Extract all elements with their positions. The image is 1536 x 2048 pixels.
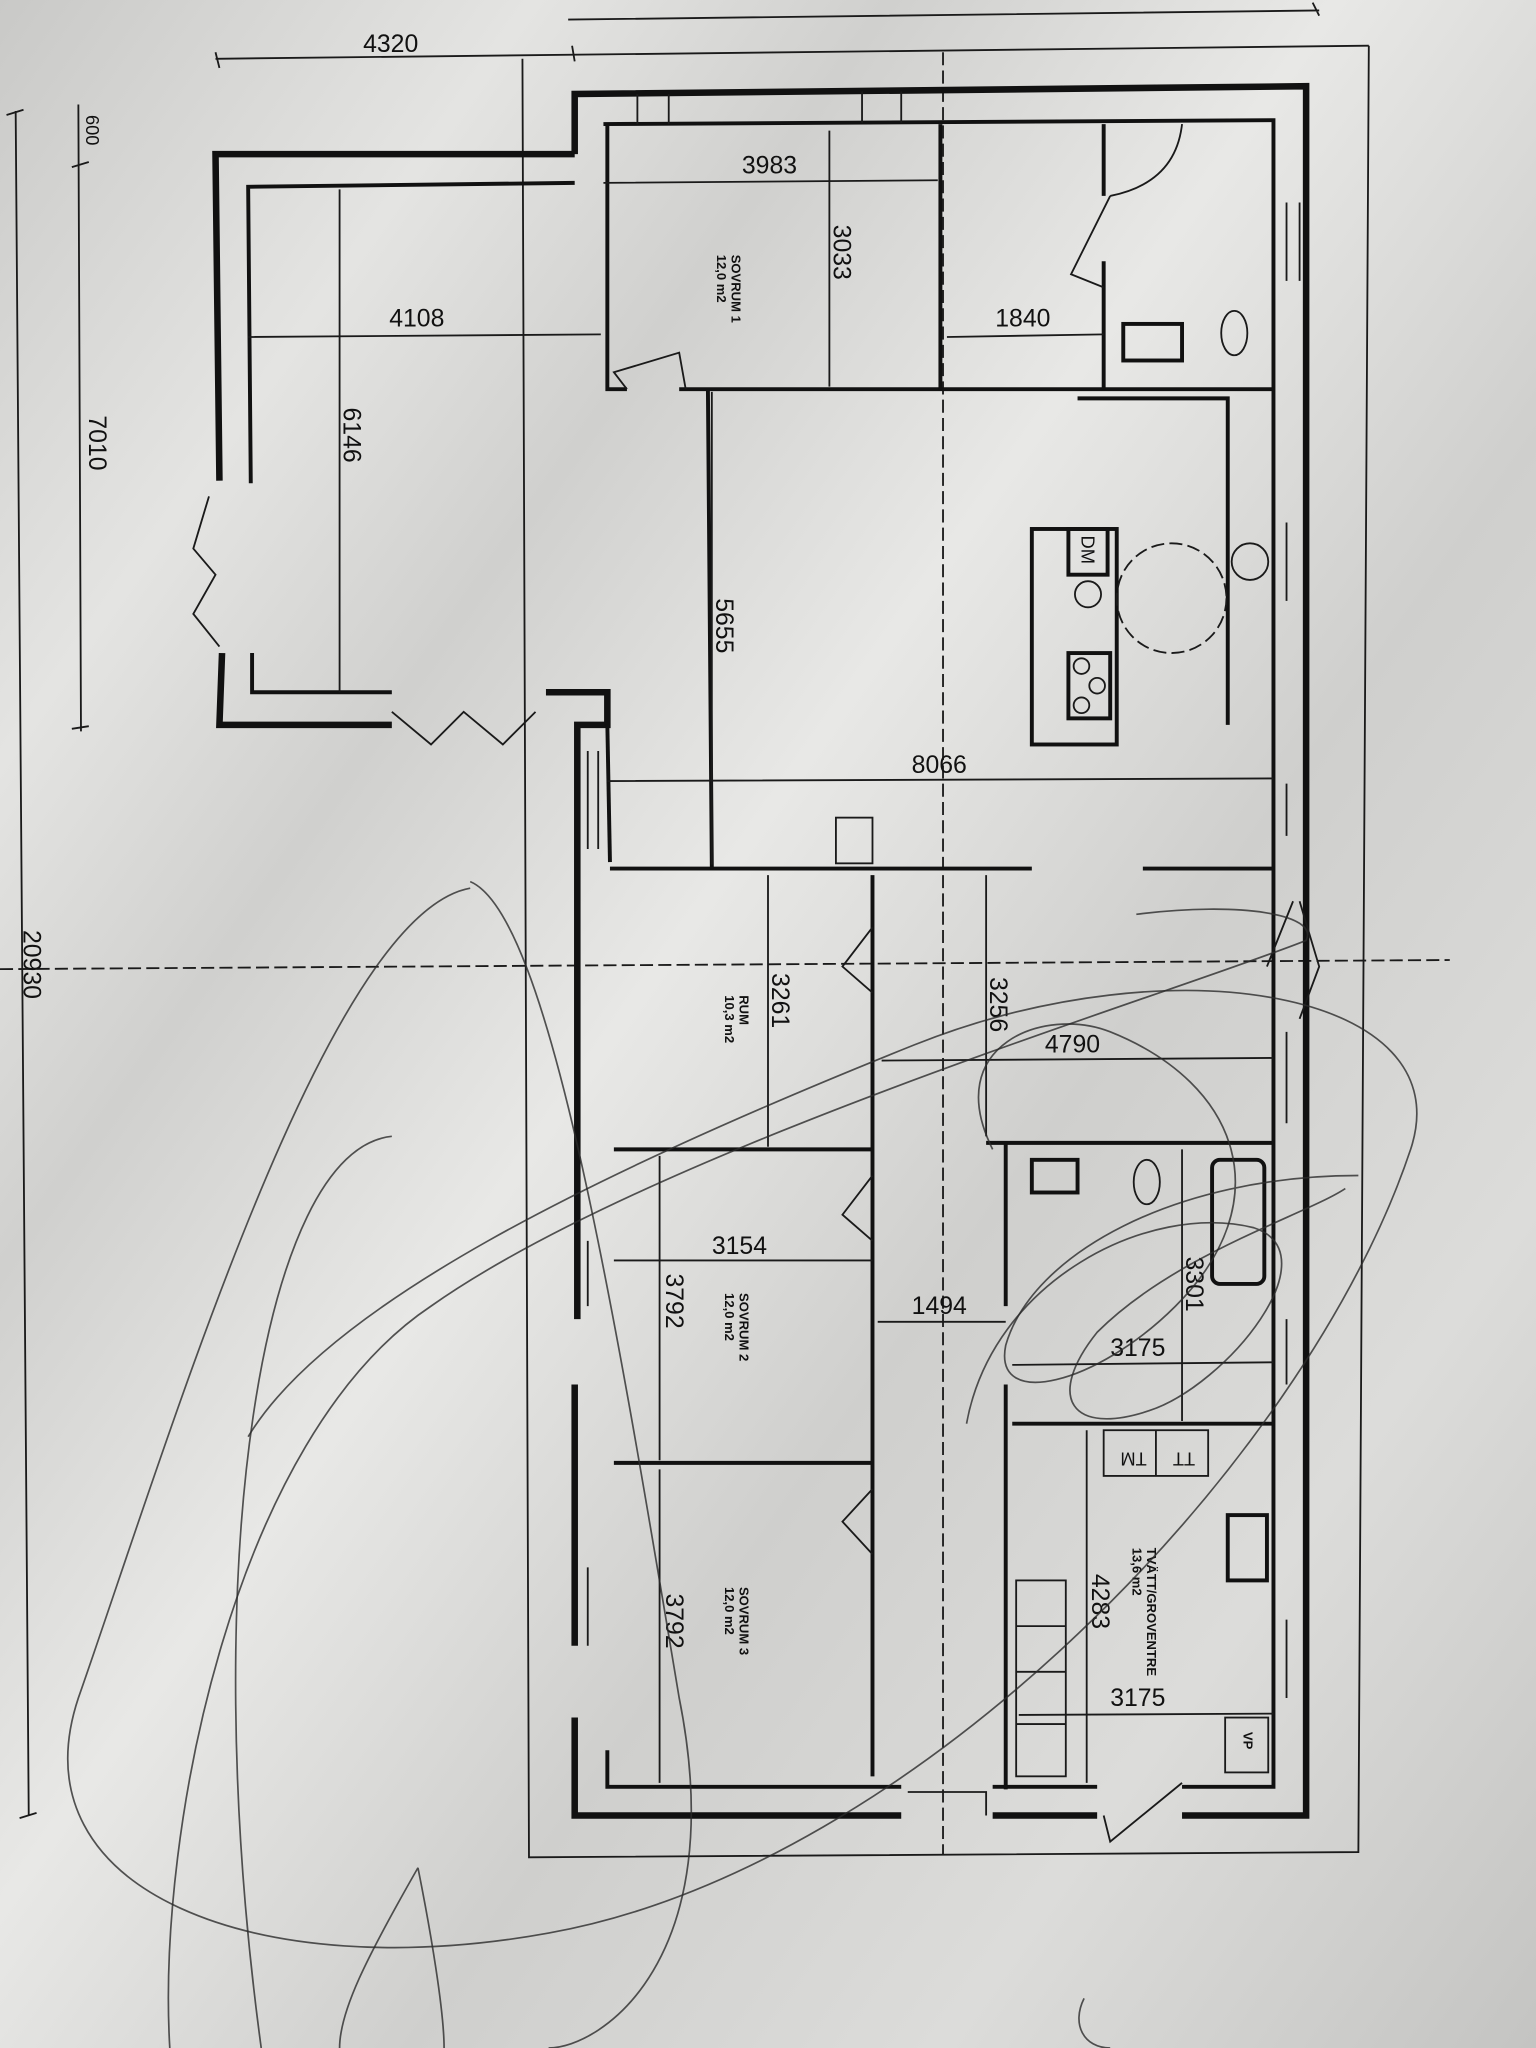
dimension-labels: 4320 3983 3033 4108 1840 6146 7010 600 5… — [18, 31, 1207, 1712]
room-sovrum-1: SOVRUM 1 12,0 m2 — [714, 255, 743, 323]
water-heater-label: VP — [1240, 1732, 1255, 1750]
reference-lines — [0, 2, 1450, 1859]
sink-icon — [1230, 542, 1270, 581]
toilet-icon — [1220, 309, 1249, 357]
dim-wing-depth: 7010 — [83, 415, 110, 470]
dim-living-depth: 5655 — [710, 598, 737, 653]
dim-rum-depth: 3261 — [766, 973, 793, 1028]
dim-extension-width: 4108 — [389, 306, 444, 333]
room-area: 12,0 m2 — [722, 1293, 737, 1341]
room-area: 13,6 m2 — [1129, 1548, 1144, 1596]
dishwasher-icon — [1066, 527, 1110, 577]
laundry-sink-icon — [1225, 1513, 1269, 1583]
dim-corridor-width: 1494 — [912, 1293, 967, 1320]
washer-label: TM — [1120, 1448, 1146, 1469]
windows-doors — [192, 91, 1321, 1844]
room-area: 12,0 m2 — [722, 1587, 737, 1635]
room-name: SOVRUM 3 — [736, 1587, 751, 1655]
dim-bedroom1-width: 3983 — [742, 153, 797, 180]
walls — [212, 82, 1310, 1819]
dim-bedroom3-depth: 3792 — [660, 1593, 687, 1648]
pencil-scribbles — [66, 880, 1418, 2048]
dim-laundry-depth: 4283 — [1086, 1574, 1113, 1629]
dim-laundry-width: 3175 — [1110, 1685, 1165, 1712]
room-area: 12,0 m2 — [714, 255, 729, 303]
dim-bedroom1-depth: 3033 — [827, 225, 854, 280]
dim-hall-depth: 3256 — [984, 977, 1011, 1032]
dim-extension-depth: 6146 — [338, 408, 365, 463]
dim-hall-width: 4790 — [1045, 1032, 1100, 1059]
bath-fixtures: TM TT VP — [835, 309, 1270, 1778]
dim-bath-depth: 3301 — [1180, 1256, 1207, 1311]
bathtub-icon — [1210, 1157, 1267, 1286]
table-outline — [1115, 542, 1228, 654]
room-name: TVÄTT/GROVENTRE — [1144, 1548, 1159, 1677]
dimension-lines — [248, 130, 1274, 1783]
toilet-icon — [1132, 1158, 1161, 1206]
dim-bedroom2-width: 3154 — [712, 1233, 767, 1260]
dim-overall-width: 4320 — [363, 31, 418, 58]
dim-offset: 600 — [82, 115, 103, 145]
room-name: RUM — [736, 995, 751, 1025]
room-tvatt-groventre: TVÄTT/GROVENTRE 13,6 m2 — [1129, 1548, 1158, 1677]
dishwasher-label: DM — [1077, 536, 1098, 564]
room-sovrum-3: SOVRUM 3 12,0 m2 — [722, 1587, 751, 1655]
room-labels: SOVRUM 1 12,0 m2 RUM 10,3 m2 SOVRUM 2 12… — [714, 255, 1159, 1677]
room-sovrum-2: SOVRUM 2 12,0 m2 — [722, 1293, 751, 1361]
room-rum: RUM 10,3 m2 — [722, 995, 751, 1043]
stove-icon — [1066, 651, 1113, 721]
kitchen-fixtures: DM — [1029, 527, 1270, 747]
dim-total-length: 20930 — [18, 930, 45, 999]
room-name: SOVRUM 1 — [728, 255, 743, 323]
dim-wc-width: 1840 — [995, 306, 1050, 333]
dim-living-width: 8066 — [912, 752, 967, 779]
room-area: 10,3 m2 — [722, 995, 737, 1043]
dryer-label: TT — [1173, 1448, 1195, 1469]
room-name: SOVRUM 2 — [736, 1293, 751, 1361]
dim-bedroom2-depth: 3792 — [660, 1273, 687, 1328]
